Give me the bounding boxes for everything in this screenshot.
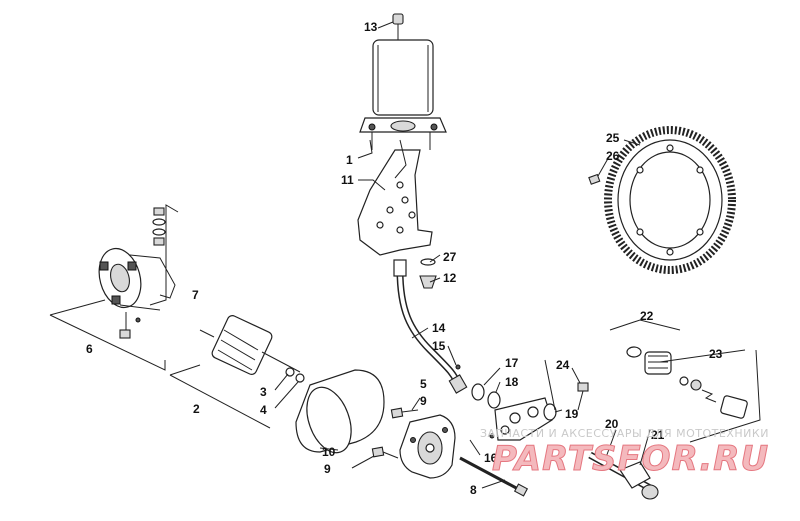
callout-10: 10 xyxy=(322,445,336,459)
watermark: ЗАПЧАСТИ И АКСЕССУАРЫ ДЛЯ МОТОТЕХНИКИ PA… xyxy=(480,427,769,480)
drive-housing xyxy=(494,397,553,441)
nut-stack xyxy=(152,207,166,246)
callout-3: 3 xyxy=(260,385,267,399)
callout-5: 5 xyxy=(420,377,427,391)
bolt-9-lower xyxy=(371,446,399,459)
callout-9-upper: 9 xyxy=(420,394,427,408)
pin-16 xyxy=(489,433,495,439)
callout-14: 14 xyxy=(432,321,446,335)
watermark-logo: PARTSFOR.RU xyxy=(492,439,769,479)
callout-7: 7 xyxy=(192,288,199,302)
callout-27: 27 xyxy=(443,250,457,264)
callout-1: 1 xyxy=(346,153,353,167)
callout-8: 8 xyxy=(470,483,477,497)
callout-6: 6 xyxy=(86,342,93,356)
callout-24: 24 xyxy=(556,358,570,372)
callout-13: 13 xyxy=(364,20,378,34)
callout-9-lower: 9 xyxy=(324,462,331,476)
pinion-assembly xyxy=(626,346,748,419)
bolt-9-upper xyxy=(390,407,419,419)
end-cover xyxy=(399,414,456,479)
washer-4 xyxy=(295,373,305,383)
o-ring-17 xyxy=(471,383,485,401)
callout-15: 15 xyxy=(432,339,446,353)
drive-shaft xyxy=(588,451,659,500)
callout-16: 16 xyxy=(484,451,498,465)
callout-22: 22 xyxy=(640,309,654,323)
callout-19: 19 xyxy=(565,407,579,421)
nut-12 xyxy=(419,275,437,289)
armature xyxy=(199,315,301,375)
bolt-24 xyxy=(577,382,589,411)
watermark-subtitle: ЗАПЧАСТИ И АКСЕССУАРЫ ДЛЯ МОТОТЕХНИКИ xyxy=(480,427,769,440)
assembly-brackets xyxy=(49,204,761,469)
callout-25: 25 xyxy=(606,131,620,145)
callout-12: 12 xyxy=(443,271,457,285)
ring-gear xyxy=(604,126,736,274)
callout-2: 2 xyxy=(193,402,200,416)
callout-21: 21 xyxy=(651,428,665,442)
callout-26: 26 xyxy=(606,149,620,163)
through-bolt-8 xyxy=(459,456,529,497)
callout-4: 4 xyxy=(260,403,267,417)
o-ring-18 xyxy=(487,391,501,409)
mounting-bracket xyxy=(357,149,433,256)
callout-23: 23 xyxy=(709,347,723,361)
starter-motor xyxy=(359,39,447,150)
callout-17: 17 xyxy=(505,356,519,370)
callout-labels: 13 1 11 27 12 14 15 17 18 24 19 22 23 25… xyxy=(86,20,723,497)
callout-11: 11 xyxy=(341,173,354,187)
screw-26 xyxy=(588,173,601,185)
bracket-holes xyxy=(376,181,416,234)
brush-lead-7 xyxy=(129,254,176,299)
callout-18: 18 xyxy=(505,375,519,389)
cap-nut-13 xyxy=(392,13,404,40)
callout-20: 20 xyxy=(605,417,619,431)
brush-holder xyxy=(98,247,142,309)
brush-6 xyxy=(119,312,141,339)
motor-housing xyxy=(295,369,385,454)
leader-lines xyxy=(274,21,651,489)
